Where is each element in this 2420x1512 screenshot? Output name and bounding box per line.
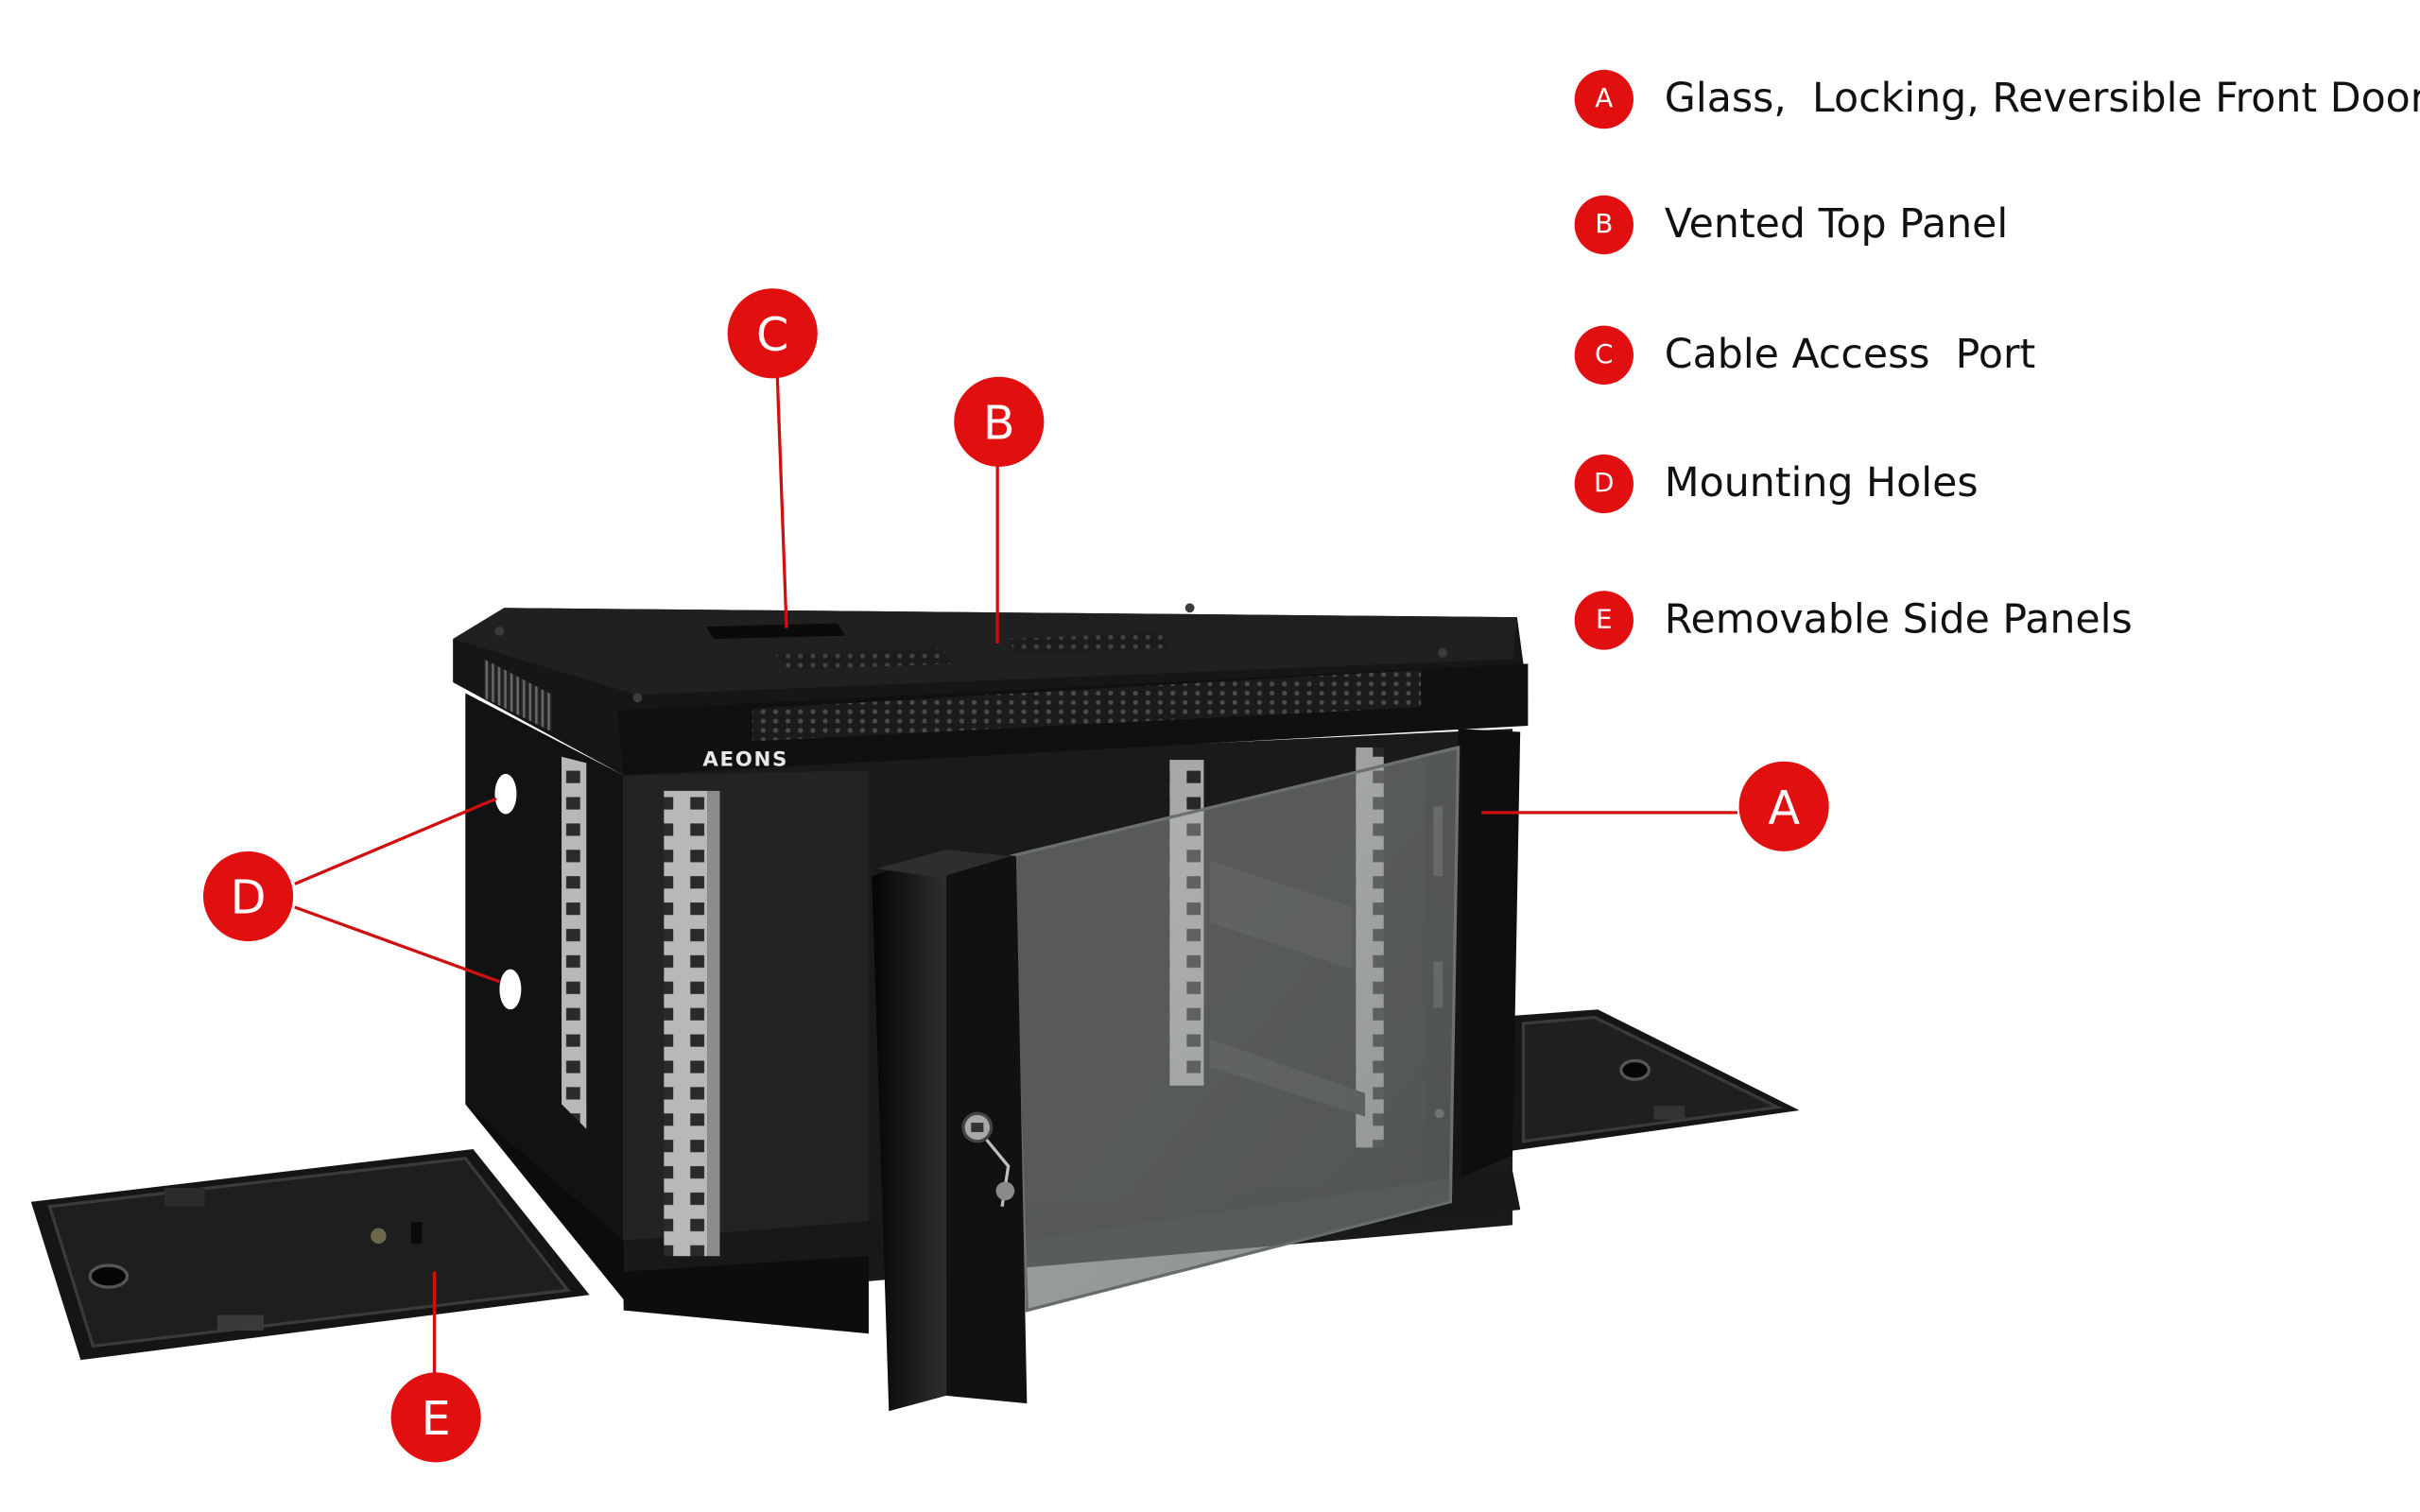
- callout-b-letter: B: [983, 395, 1015, 450]
- legend-text-e: Removable Side Panels: [1664, 596, 2133, 644]
- legend-text-b: Vented Top Panel: [1664, 201, 2009, 249]
- legend-badge-b: B: [1574, 195, 1634, 255]
- leader-line-d-upper: [294, 797, 497, 885]
- legend-item-d: D Mounting Holes: [1574, 453, 1979, 515]
- leader-line-d-lower: [294, 905, 500, 984]
- callout-a: A: [1738, 761, 1829, 851]
- callout-c: C: [727, 288, 818, 379]
- mounting-hole-lower: [499, 969, 522, 1010]
- legend-item-c: C Cable Access Port: [1574, 324, 2036, 387]
- callout-c-letter: C: [756, 307, 788, 362]
- legend-badge-c: C: [1574, 325, 1634, 385]
- right-side-panel: [1512, 1009, 1800, 1151]
- legend-item-e: E Removable Side Panels: [1574, 590, 2133, 652]
- legend-badge-e: E: [1574, 591, 1634, 650]
- callout-d: D: [202, 850, 294, 942]
- brand-logo: AEONS: [702, 748, 788, 772]
- glass-front-door: [872, 745, 1461, 1412]
- leader-lines: [294, 371, 1737, 1378]
- leader-line-c: [775, 371, 788, 628]
- callout-a-letter: A: [1768, 780, 1800, 834]
- legend-text-a: Glass, Locking, Reversible Front Door: [1664, 76, 2420, 123]
- legend-badge-a: A: [1574, 69, 1634, 129]
- left-side-panel: [30, 1148, 590, 1361]
- legend-text-c: Cable Access Port: [1664, 332, 2036, 379]
- legend-item-a: A Glass, Locking, Reversible Front Door: [1574, 68, 2420, 130]
- callout-e-letter: E: [422, 1391, 451, 1446]
- legend-badge-d: D: [1574, 454, 1634, 514]
- callout-b: B: [954, 376, 1045, 467]
- top-panel: [453, 603, 1529, 776]
- mounting-hole-upper: [494, 773, 517, 815]
- callout-d-letter: D: [231, 870, 267, 925]
- callout-e: E: [390, 1372, 481, 1463]
- legend-text-d: Mounting Holes: [1664, 460, 1979, 507]
- legend-item-b: B Vented Top Panel: [1574, 194, 2009, 256]
